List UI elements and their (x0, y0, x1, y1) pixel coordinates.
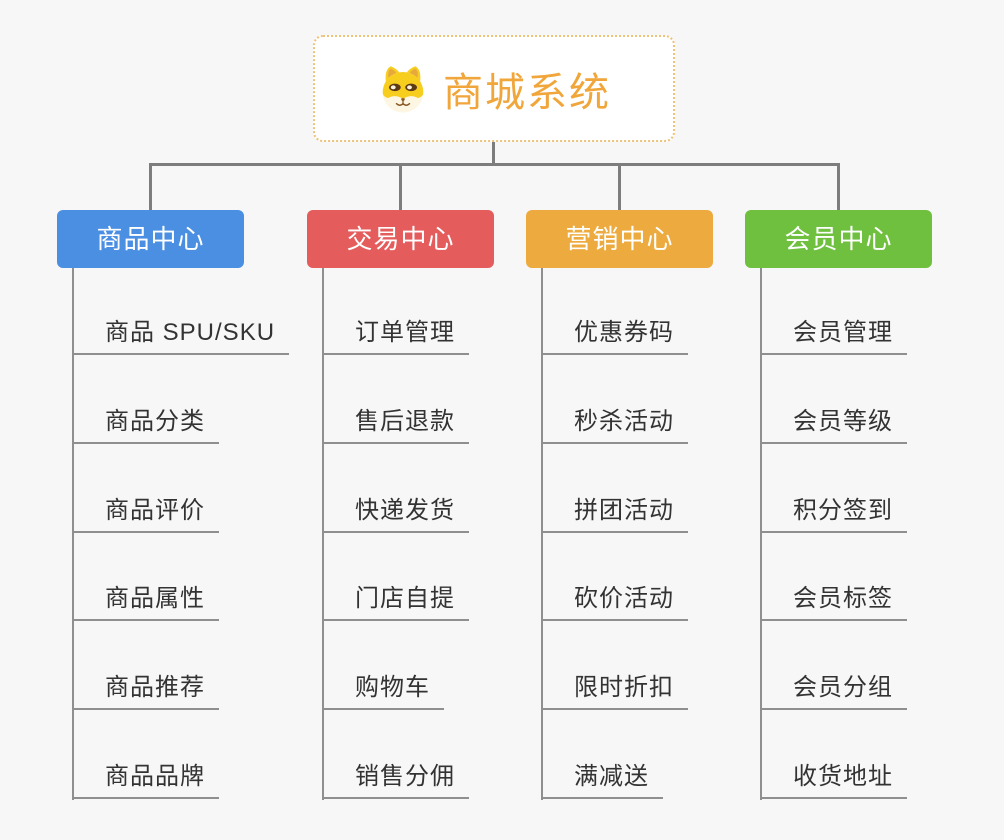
leaf-node[interactable]: 商品品牌 (72, 761, 219, 799)
leaf-node[interactable]: 商品评价 (72, 495, 219, 533)
leaf-node[interactable]: 快递发货 (322, 495, 469, 533)
branch-node[interactable]: 交易中心 (307, 210, 494, 268)
leaf-node[interactable]: 会员标签 (760, 583, 907, 621)
branch-node[interactable]: 商品中心 (57, 210, 244, 268)
leaf-node[interactable]: 订单管理 (322, 317, 469, 355)
shiba-dog-icon (382, 65, 424, 113)
leaf-node[interactable]: 满减送 (541, 761, 663, 799)
leaf-node[interactable]: 收货地址 (760, 761, 907, 799)
branch-node[interactable]: 营销中心 (526, 210, 713, 268)
leaf-node[interactable]: 购物车 (322, 672, 444, 710)
leaf-node[interactable]: 会员分组 (760, 672, 907, 710)
leaf-node[interactable]: 拼团活动 (541, 495, 688, 533)
root-title: 商城系统 (443, 70, 611, 115)
connector-line (149, 163, 152, 210)
connector-line (149, 163, 840, 166)
leaf-node[interactable]: 限时折扣 (541, 672, 688, 710)
leaf-node[interactable]: 商品 SPU/SKU (72, 317, 290, 355)
connector-line (618, 163, 621, 210)
leaf-node[interactable]: 优惠券码 (541, 317, 688, 355)
connector-line (72, 268, 74, 800)
leaf-node[interactable]: 售后退款 (322, 406, 469, 444)
connector-line (541, 268, 543, 800)
connector-line (837, 163, 840, 210)
leaf-node[interactable]: 积分签到 (760, 495, 907, 533)
branch-node[interactable]: 会员中心 (745, 210, 932, 268)
leaf-node[interactable]: 门店自提 (322, 583, 469, 621)
connector-line (492, 140, 495, 164)
leaf-node[interactable]: 商品推荐 (72, 672, 219, 710)
connector-line (399, 163, 402, 210)
leaf-node[interactable]: 商品属性 (72, 583, 219, 621)
leaf-node[interactable]: 砍价活动 (541, 583, 688, 621)
root-node[interactable]: 商城系统 (313, 35, 675, 142)
leaf-node[interactable]: 商品分类 (72, 406, 219, 444)
leaf-node[interactable]: 销售分佣 (322, 761, 469, 799)
leaf-node[interactable]: 会员管理 (760, 317, 907, 355)
leaf-node[interactable]: 秒杀活动 (541, 406, 688, 444)
connector-line (760, 268, 762, 800)
leaf-node[interactable]: 会员等级 (760, 406, 907, 444)
connector-line (322, 268, 324, 800)
